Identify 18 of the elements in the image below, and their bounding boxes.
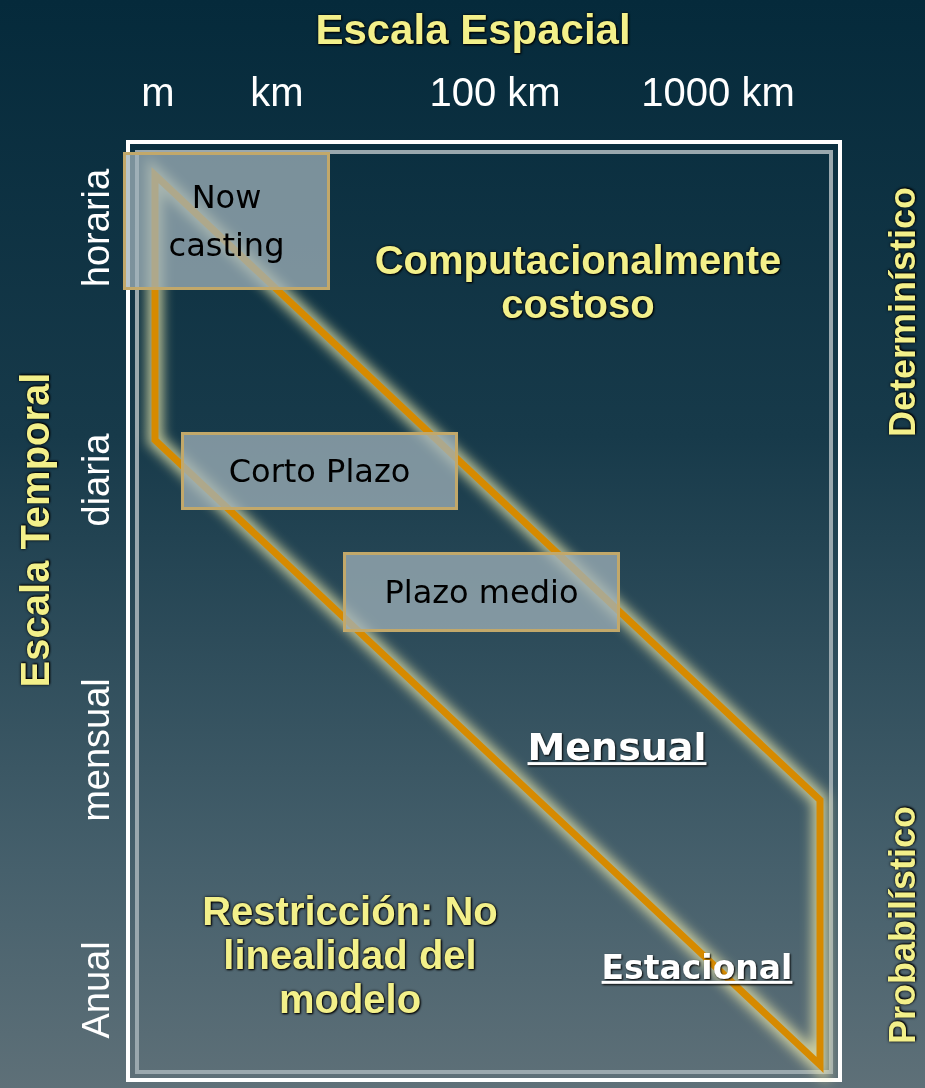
band-label: Mensual bbox=[527, 727, 707, 769]
axis-tick-label: horaria bbox=[76, 168, 118, 288]
axis-tick-label: mensual bbox=[76, 678, 118, 822]
range-box: Plazo medio bbox=[343, 552, 620, 632]
side-label: Determinístico bbox=[883, 186, 923, 438]
range-box: Corto Plazo bbox=[181, 432, 458, 510]
axis-title: Escala Temporal bbox=[13, 372, 57, 688]
axis-tick-label: m bbox=[141, 70, 175, 114]
axis-tick-label: Anual bbox=[76, 941, 118, 1039]
range-box: Now casting bbox=[123, 152, 330, 290]
axis-tick-label: km bbox=[250, 70, 304, 114]
note-text: Restricción: No linealidad del modelo bbox=[201, 889, 499, 1021]
side-label: Probabilístico bbox=[883, 806, 923, 1044]
axis-tick-label: 1000 km bbox=[641, 70, 795, 114]
axis-title: Escala Espacial bbox=[315, 6, 631, 54]
axis-tick-label: diaria bbox=[76, 433, 118, 527]
note-text: Computacionalmente costoso bbox=[373, 238, 783, 326]
axis-tick-label: 100 km bbox=[429, 70, 561, 114]
